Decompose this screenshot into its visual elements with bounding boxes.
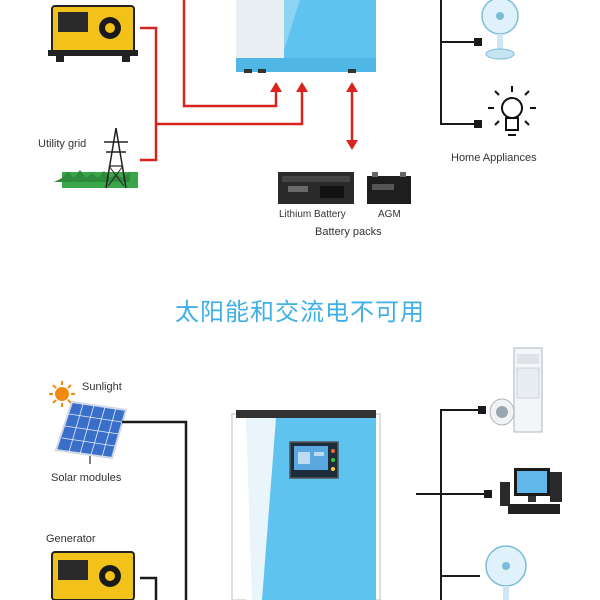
fan-top-icon — [481, 0, 519, 60]
utility-grid-icon — [54, 127, 138, 189]
utility-grid-label: Utility grid — [38, 138, 87, 150]
agm-label: AGM — [378, 209, 401, 220]
battery-packs-label: Battery packs — [315, 226, 382, 238]
plug-top-2 — [474, 120, 482, 128]
generator-bottom-icon — [51, 551, 135, 600]
inverter-top — [236, 0, 376, 73]
appliance-bus-top — [440, 0, 476, 125]
computer-icon — [500, 468, 562, 514]
lithium-battery-label: Lithium Battery — [279, 209, 346, 220]
section-title: 太阳能和交流电不可用 — [175, 299, 425, 326]
generator-top-icon — [48, 5, 138, 62]
fan-bottom-icon — [485, 545, 527, 600]
light-bulb-icon — [488, 86, 536, 136]
solar-modules-label: Solar modules — [51, 472, 122, 484]
sun-icon — [49, 381, 75, 407]
plug-bottom-1 — [478, 406, 486, 414]
appliance-bus-bottom — [416, 409, 486, 600]
red-arrow-heads — [270, 82, 358, 150]
lithium-battery-icon — [278, 172, 354, 204]
home-appliances-label: Home Appliances — [451, 152, 537, 164]
black-connection-lines — [122, 420, 188, 600]
agm-battery-icon — [367, 172, 411, 204]
inverter-bottom — [231, 410, 381, 600]
solar-panel-icon — [54, 400, 128, 464]
plug-bottom-2 — [484, 490, 492, 498]
sunlight-label: Sunlight — [82, 381, 122, 393]
plug-top-1 — [474, 38, 482, 46]
air-conditioner-icon — [489, 347, 543, 433]
generator-label: Generator — [46, 533, 96, 545]
red-connection-lines — [140, 0, 354, 162]
